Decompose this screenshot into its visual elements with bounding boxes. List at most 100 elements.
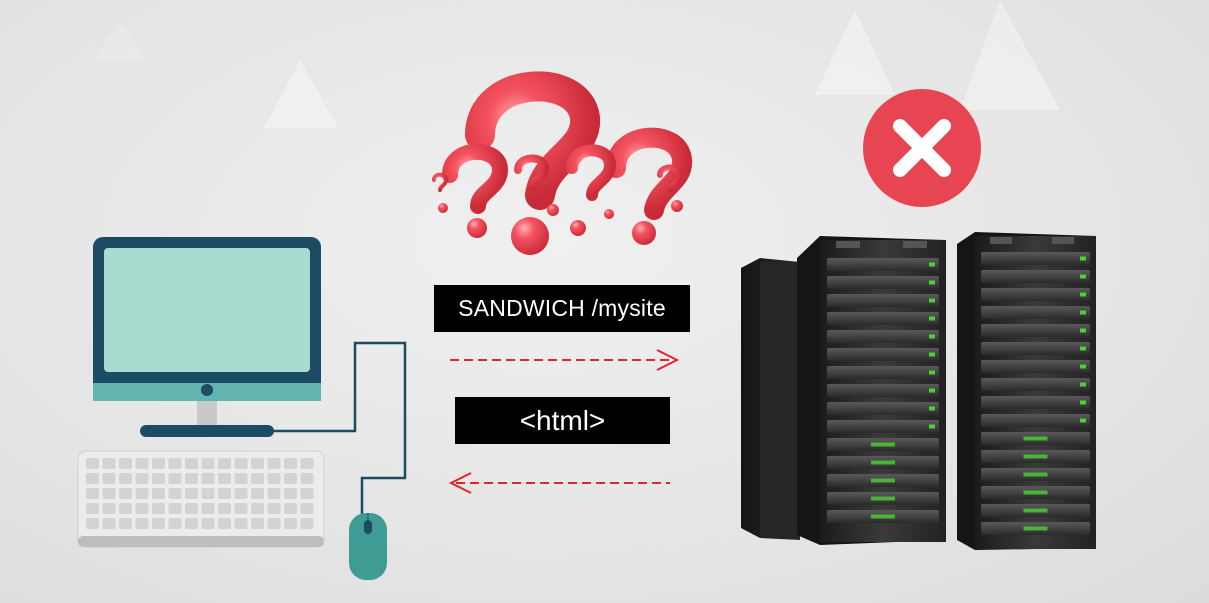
keyboard-key [201,458,215,469]
status-led [1080,418,1086,423]
status-led [1080,364,1086,369]
keyboard-key [86,458,99,469]
request-label: SANDWICH /mysite [434,285,690,332]
keyboard-key [300,503,314,514]
keyboard-key [102,503,116,514]
background-shapes [95,0,1060,128]
keyboard-key [185,518,198,529]
keyboard-key [102,473,116,484]
keyboard-key [135,518,149,529]
keyboard-key [218,503,231,514]
server-slot [981,342,1090,355]
status-led [929,334,935,339]
keyboard-key [234,518,248,529]
keyboard-key [152,473,165,484]
server-rack-icon [741,232,1096,550]
server-slot [827,330,939,343]
drive-led [1023,436,1048,441]
keyboard-key [284,473,297,484]
server-slot [827,366,939,379]
monitor-screen [104,248,310,372]
drive-led [871,496,895,501]
keyboard-key [251,518,264,529]
keyboard-key [267,458,281,469]
status-led [1080,310,1086,315]
error-badge [863,89,981,207]
keyboard-key [218,518,231,529]
keyboard-key [284,458,297,469]
keyboard-key [119,518,132,529]
server-rack-main [797,236,946,545]
keyboard-key [218,488,231,499]
server-slot [981,252,1090,265]
keyboard-key [201,518,215,529]
keyboard-key [284,518,297,529]
keyboard-key [251,503,264,514]
status-led [929,280,935,285]
keyboard-key [152,458,165,469]
keyboard-key [201,503,215,514]
keyboard-key [234,458,248,469]
keyboard-key [152,503,165,514]
keyboard-key [234,503,248,514]
server-slot [981,414,1090,427]
server-slot [827,312,939,325]
close-icon [893,119,951,177]
status-led [929,298,935,303]
status-led [1080,256,1086,261]
monitor-base [140,425,274,437]
server-slot [981,396,1090,409]
status-led [929,370,935,375]
keyboard-key [168,518,182,529]
status-led [1080,400,1086,405]
server-slot [981,306,1090,319]
status-led [929,316,935,321]
keyboard-key [267,503,281,514]
keyboard-key [284,503,297,514]
response-arrow [448,472,670,494]
keyboard-key [201,473,215,484]
keyboard-key [152,488,165,499]
keyboard-key [300,458,314,469]
desktop-computer-icon [77,237,407,580]
drive-led [1023,490,1048,495]
server-slot [827,258,939,271]
response-label: <html> [455,397,670,444]
keyboard-key [168,458,182,469]
power-button-icon [201,384,213,396]
keyboard-key [119,458,132,469]
keyboard-key [185,503,198,514]
server-slot [981,270,1090,283]
keyboard-key [234,488,248,499]
keyboard-key [86,518,99,529]
server-slot [981,324,1090,337]
status-led [929,406,935,411]
keyboard-key [300,518,314,529]
server-slot [827,276,939,289]
status-led [929,262,935,267]
keyboard-key [185,473,198,484]
server-slot [827,402,939,415]
keyboard-key [119,503,132,514]
keyboard-key [135,458,149,469]
status-led [1080,274,1086,279]
server-rack-back [741,258,800,540]
server-slot [827,420,939,433]
server-slot [827,384,939,397]
keyboard-cable [272,341,407,515]
status-led [1080,292,1086,297]
drive-led [1023,508,1048,513]
drive-led [871,442,895,447]
keyboard-key [135,503,149,514]
drive-led [1023,526,1048,531]
keyboard-key [168,488,182,499]
drive-led [1023,454,1048,459]
keyboard-key [300,473,314,484]
drive-led [1023,472,1048,477]
keyboard-key [102,458,116,469]
keyboard-key [201,488,215,499]
keyboard-key [218,458,231,469]
keyboard-key [234,473,248,484]
server-slot [827,294,939,307]
